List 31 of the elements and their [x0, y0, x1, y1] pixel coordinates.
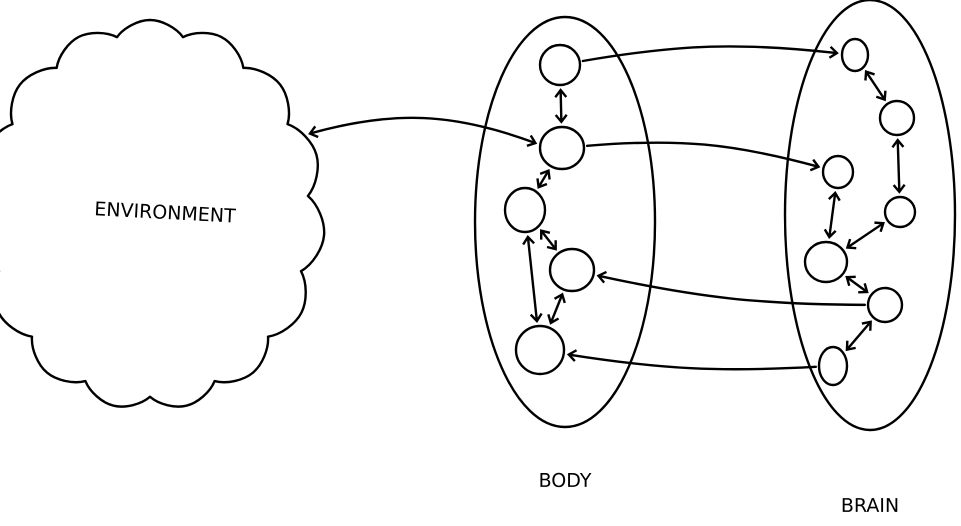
ellipse-label: BODY: [540, 472, 592, 488]
ellipse-label: BRAIN: [842, 498, 898, 512]
arrow: [846, 221, 885, 250]
arrow: [586, 141, 820, 172]
cloud-label: ENVIRONMENT: [96, 201, 236, 222]
circle-node: [514, 324, 566, 376]
arrow: [582, 45, 839, 62]
circle-node: [840, 38, 870, 72]
circle-node: [504, 186, 546, 234]
circle-node: [878, 100, 916, 136]
arrow: [522, 235, 543, 323]
circle-node: [804, 240, 848, 284]
circle-node: [866, 286, 904, 324]
arrow: [554, 88, 568, 124]
circle-node: [818, 346, 848, 386]
circle-node: [538, 126, 586, 170]
circle-node: [884, 196, 916, 228]
arrow: [596, 270, 866, 306]
arrow: [891, 138, 906, 194]
arrow: [824, 191, 841, 239]
arrow: [864, 70, 887, 102]
circle-node: [538, 44, 582, 86]
arrow: [846, 320, 872, 352]
arrow: [547, 292, 566, 325]
arrow: [845, 276, 869, 294]
arrow: [540, 229, 557, 251]
arrow: [536, 169, 551, 189]
circle-node: [822, 154, 854, 190]
arrow: [308, 116, 538, 147]
arrow: [566, 349, 818, 370]
circle-node: [548, 248, 596, 292]
